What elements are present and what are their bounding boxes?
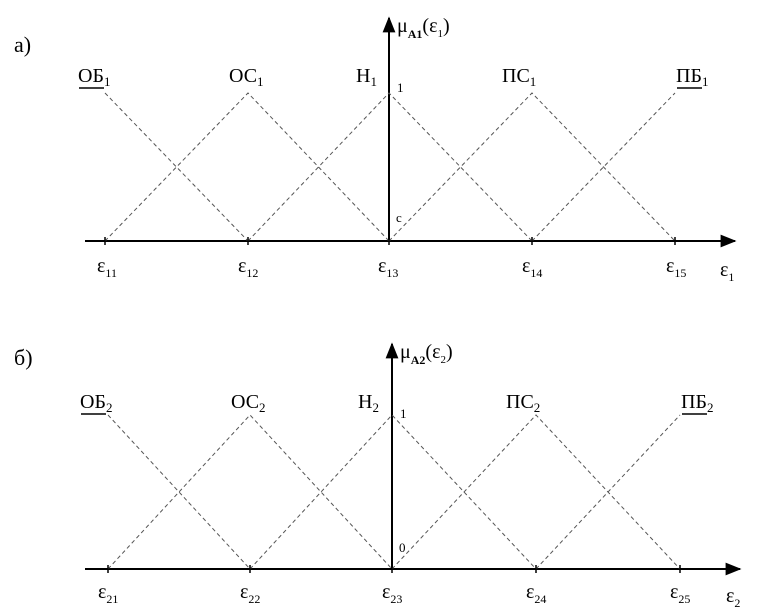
panel-a-tick-label-11: ε11 (97, 255, 117, 280)
panel-a-membership-functions (104, 92, 676, 242)
panel-b-set-pb (535, 414, 681, 570)
panel-a-letter: а) (14, 32, 31, 57)
panel-b-origin-label: 0 (399, 540, 406, 555)
panel-a-set-ob (104, 92, 249, 242)
panel-a-label-ob: ОБ1 (78, 65, 110, 89)
panel-a-set-ps (388, 92, 676, 242)
panel-b-letter: б) (14, 345, 33, 370)
panel-b-set-ps (391, 414, 681, 570)
panel-a-tick-labels: ε11 ε12 ε13 ε14 ε15 ε1 (97, 255, 734, 284)
panel-b-x-axis-label: ε2 (726, 585, 740, 610)
panel-b-set-os (107, 414, 393, 570)
panel-b-tick-marks (107, 565, 681, 573)
panel-a-label-n: Н1 (356, 65, 377, 89)
panel-b-label-pb: ПБ2 (681, 391, 713, 415)
panel-a-set-n (247, 92, 533, 242)
panel-a-tick-label-15: ε15 (666, 255, 686, 280)
panel-b-tick-label-24: ε24 (526, 581, 546, 606)
panel-a-set-os (104, 92, 390, 242)
panel-b-set-labels: ОБ2 ОС2 Н2 ПС2 ПБ2 (80, 391, 713, 415)
panel-b-label-os: ОС2 (231, 391, 266, 415)
panel-b-set-n (249, 414, 537, 570)
panel-b-tick-label-25: ε25 (670, 581, 690, 606)
panel-a-x-axis-label: ε1 (720, 259, 734, 284)
panel-b-label-ps: ПС2 (506, 391, 540, 415)
panel-a-label-os: ОС1 (229, 65, 264, 89)
panel-b-membership-functions (107, 414, 681, 570)
panel-a-tick-label-14: ε14 (522, 255, 542, 280)
panel-b: б) μA2(ε2) 1 0 ОБ2 ОС2 Н2 ПС2 ПБ2 (14, 341, 742, 610)
panel-a-set-labels: ОБ1 ОС1 Н1 ПС1 ПБ1 (78, 65, 708, 89)
panel-b-label-ob: ОБ2 (80, 391, 112, 415)
panel-a-tick-one: 1 (397, 80, 404, 95)
panel-a-set-pb (531, 92, 676, 242)
panel-a-tick-label-13: ε13 (378, 255, 398, 280)
panel-b-tick-labels: ε21 ε22 ε23 ε24 ε25 ε2 (98, 581, 740, 610)
panel-b-tick-one: 1 (400, 406, 407, 421)
panel-a-tick-label-12: ε12 (238, 255, 258, 280)
panel-a-y-axis-label: μA1(ε1) (397, 15, 450, 41)
panel-a-label-pb: ПБ1 (676, 65, 708, 89)
panel-a-origin-label: c (396, 210, 402, 225)
panel-a: а) μA1(ε1) 1 c ОБ1 ОС1 Н1 (14, 15, 737, 284)
panel-b-tick-label-23: ε23 (382, 581, 402, 606)
panel-b-tick-label-21: ε21 (98, 581, 118, 606)
panel-b-tick-label-22: ε22 (240, 581, 260, 606)
panel-b-label-n: Н2 (358, 391, 379, 415)
panel-a-tick-marks (104, 237, 676, 245)
panel-b-y-axis-label: μA2(ε2) (400, 341, 453, 367)
panel-a-label-ps: ПС1 (502, 65, 536, 89)
